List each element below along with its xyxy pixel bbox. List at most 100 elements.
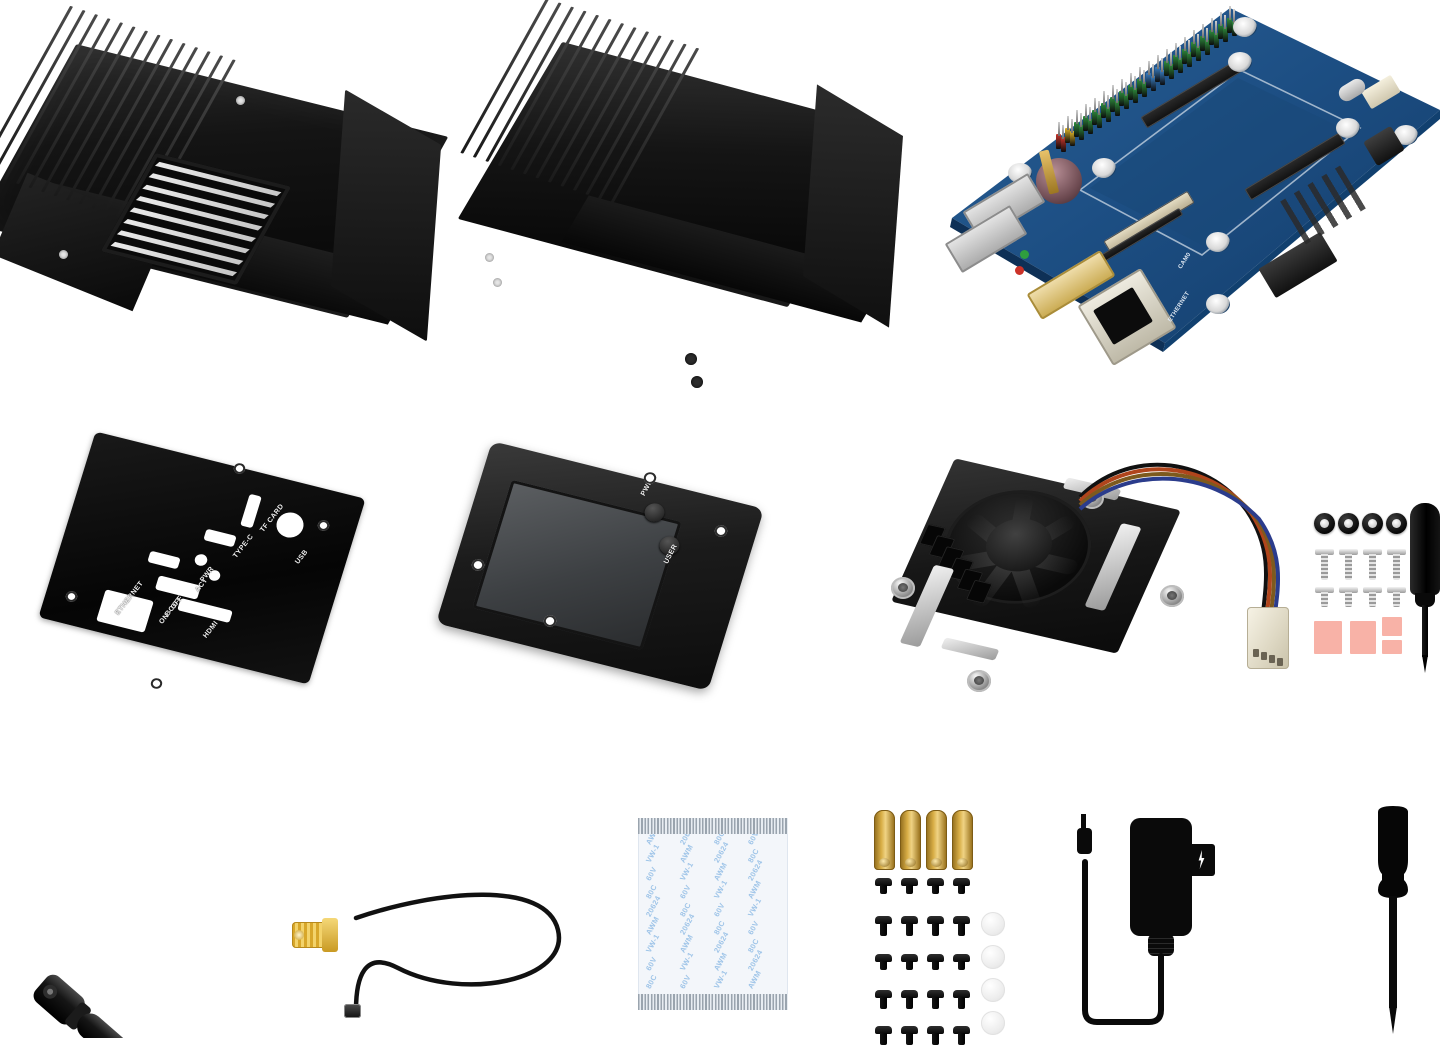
- mounting-hole: [493, 278, 502, 287]
- screw-head: [927, 1026, 944, 1034]
- brass-standoff: [926, 810, 947, 870]
- mounting-hole: [1092, 158, 1116, 178]
- ffc-marking: 60V: [678, 883, 693, 901]
- ffc-marking: 60V: [678, 973, 693, 991]
- ffc-marking: VW-1: [712, 878, 730, 901]
- screw-shaft: [1345, 554, 1352, 580]
- screw-head: [901, 916, 918, 924]
- ffc-marking: 60V: [644, 865, 659, 883]
- ffc-contacts-top: [638, 818, 788, 834]
- screw-head: [953, 990, 970, 998]
- sma-hex-nut: [322, 918, 338, 952]
- rubber-washer: [1314, 513, 1335, 534]
- gpio-pin: [1195, 45, 1201, 61]
- screw-head: [901, 954, 918, 962]
- gpio-pin-tip: [1197, 33, 1199, 48]
- gpio-pin-tip: [1093, 97, 1096, 112]
- gpio-pin-tip: [1143, 70, 1145, 85]
- gpio-pin: [1200, 36, 1205, 52]
- screw-shaft: [906, 961, 913, 970]
- led-green: [1020, 250, 1029, 259]
- gpio-pin-tip: [1057, 121, 1060, 136]
- gpio-pin: [1083, 115, 1088, 131]
- gpio-pin-tip: [1219, 12, 1222, 27]
- bracket-nut: [1080, 487, 1104, 509]
- rubber-washer: [1386, 513, 1407, 534]
- screw-head: [927, 878, 944, 886]
- gpio-pin-tip: [1174, 42, 1177, 57]
- screw-head: [1315, 587, 1334, 593]
- brass-standoff: [900, 810, 921, 870]
- gpio-pin: [1065, 127, 1070, 143]
- ffc-marking: AWM: [746, 969, 763, 991]
- ffc-marking: 60V: [746, 919, 761, 937]
- gpio-header: [1056, 6, 1256, 168]
- fan-power-connector[interactable]: [1247, 607, 1289, 669]
- thermal-pad: [1382, 640, 1402, 654]
- gpio-pin: [1182, 48, 1187, 64]
- gpio-pin: [1132, 88, 1138, 104]
- gpio-pin: [1186, 51, 1192, 67]
- ffc-marking: VW-1: [678, 860, 696, 883]
- gpio-pin-tip: [1116, 88, 1118, 103]
- lcd-module: PWR USER: [435, 441, 772, 728]
- mounting-hole: [485, 253, 494, 262]
- mounting-hole: [1394, 125, 1418, 145]
- screw-head: [953, 1026, 970, 1034]
- mounting-hole: [1228, 52, 1252, 72]
- gpio-pin: [1101, 103, 1106, 119]
- gpio-pin: [1168, 63, 1174, 79]
- gpio-pin: [1114, 100, 1120, 116]
- gpio-pin: [1155, 66, 1160, 82]
- ffc-marking: 60V: [746, 834, 761, 847]
- sma-center-pin: [294, 930, 304, 940]
- gpio-pin: [1123, 94, 1129, 110]
- gpio-pin-tip: [1080, 112, 1082, 127]
- screw-head: [875, 1026, 892, 1034]
- screw-shaft: [906, 885, 913, 894]
- ufl-ipex-connector[interactable]: [344, 1004, 361, 1018]
- screw-shaft: [1345, 592, 1352, 607]
- gpio-pin-tip: [1165, 48, 1168, 63]
- gpio-pin-tip: [1066, 115, 1069, 130]
- screwdriver-handle: [1410, 503, 1440, 595]
- gpio-pin-tip: [1228, 6, 1231, 20]
- usb-c-plug[interactable]: [1077, 828, 1092, 854]
- antenna-shape: [33, 974, 264, 1045]
- screw-shaft: [880, 961, 887, 970]
- gpio-pin-tip: [1215, 21, 1217, 36]
- brass-standoff: [952, 810, 973, 870]
- screwdriver-shape: [1378, 806, 1408, 1034]
- gpio-pin: [1105, 106, 1111, 122]
- gpio-pin-tip: [1071, 119, 1073, 133]
- screw-head: [927, 916, 944, 924]
- cooling-fan: [875, 455, 1295, 725]
- wifi-antenna: [25, 762, 385, 1045]
- gpio-pin: [1137, 79, 1142, 94]
- silicone-foot: [981, 1011, 1005, 1035]
- gpio-pin: [1191, 42, 1196, 58]
- screw-head: [875, 916, 892, 924]
- gpio-pin: [1087, 118, 1093, 134]
- ffc-marking: VW-1: [644, 842, 662, 865]
- gpio-pin: [1128, 85, 1133, 101]
- screw-shaft: [1369, 554, 1376, 580]
- faceplate: ETHERNET BOOT ON - OFF PWR ACT HDMI TYPE…: [38, 428, 375, 718]
- screw-head: [1315, 549, 1334, 555]
- mounting-hole: [1206, 232, 1230, 252]
- screwdriver-large: [1348, 806, 1438, 1038]
- rubber-washer: [1362, 513, 1383, 534]
- gpio-pin-tip: [1188, 39, 1190, 54]
- mounting-hole: [1233, 17, 1257, 37]
- screw-shaft: [906, 923, 913, 936]
- screw-head: [1339, 587, 1358, 593]
- gpio-pin: [1227, 18, 1232, 33]
- silicone-foot: [981, 945, 1005, 969]
- gpio-pin: [1150, 76, 1156, 92]
- mounting-hole: [1336, 118, 1360, 138]
- gpio-pin: [1096, 112, 1102, 128]
- ffc-marking: VW-1: [644, 932, 662, 955]
- screw-shaft: [1393, 592, 1400, 607]
- screw-head: [901, 878, 918, 886]
